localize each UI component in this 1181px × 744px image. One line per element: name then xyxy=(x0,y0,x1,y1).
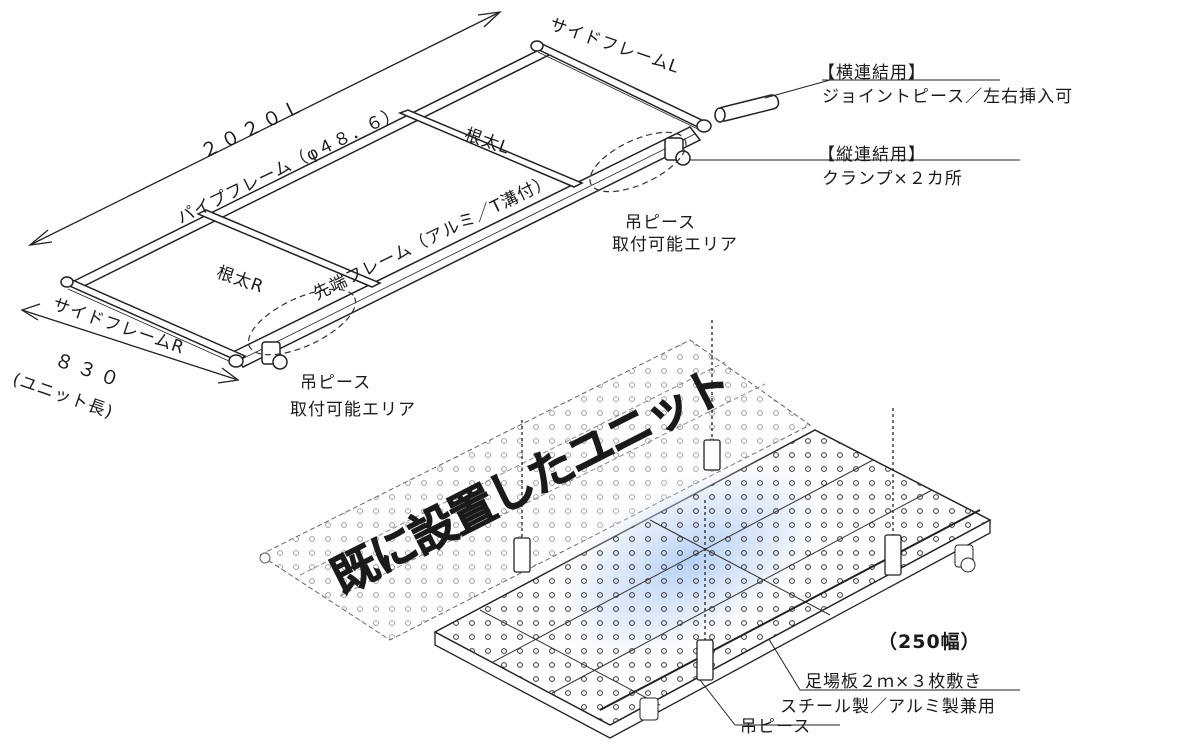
scaffold-deck xyxy=(433,429,992,739)
hang-area-left xyxy=(247,288,357,356)
label-hang-area-right-1: 吊ピース xyxy=(625,213,697,233)
hang-chains xyxy=(513,320,902,681)
joint-piece xyxy=(714,94,780,123)
label-hang-area-right-2: 取付可能エリア xyxy=(612,235,738,255)
label-hang-piece: 吊ピース xyxy=(740,717,812,737)
label-hang-area-left-2: 取付可能エリア xyxy=(290,400,416,420)
hang-area-right xyxy=(589,131,687,193)
label-scaffold-board-2: スチール製／アルミ製兼用 xyxy=(780,697,996,717)
label-width-250: （250幅） xyxy=(878,631,981,653)
label-horizontal-joint-title: 【横連結用】 xyxy=(818,63,926,83)
label-hang-area-left-1: 吊ピース xyxy=(300,373,372,393)
dimension-arrow-830 xyxy=(20,303,240,384)
installed-unit-deck xyxy=(258,339,811,641)
label-vertical-joint-desc: クランプ×２カ所 xyxy=(822,169,963,189)
label-scaffold-board-1: 足場板２ｍ×３枚敷き xyxy=(805,672,983,692)
label-vertical-joint-title: 【縦連結用】 xyxy=(818,145,926,165)
dimension-arrow-2020 xyxy=(27,11,502,246)
label-horizontal-joint-desc: ジョイントピース／左右挿入可 xyxy=(822,87,1074,107)
unit-frame xyxy=(60,40,712,370)
